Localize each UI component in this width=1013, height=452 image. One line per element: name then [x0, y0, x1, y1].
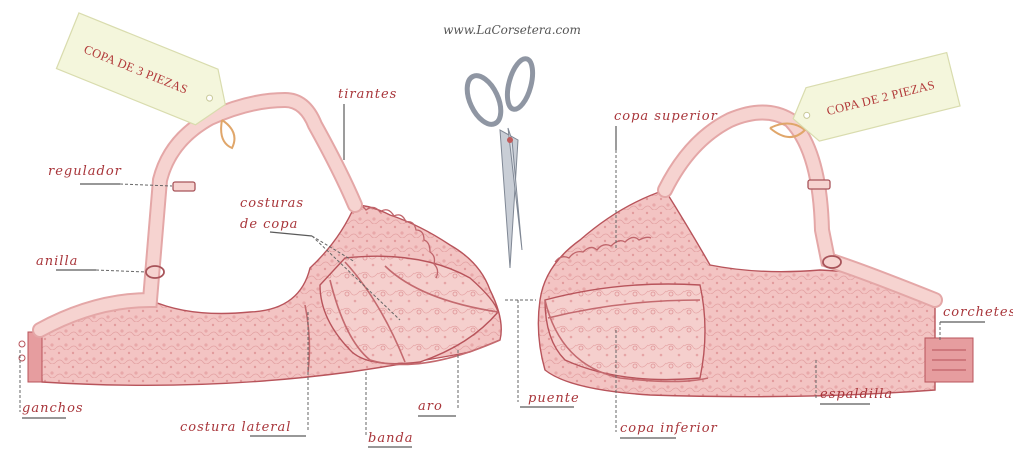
label-tirantes: tirantes — [338, 87, 397, 102]
label-banda: banda — [368, 431, 414, 446]
label-costuras-line1: costuras — [240, 196, 304, 211]
label-aro: aro — [418, 399, 443, 414]
label-regulador: regulador — [48, 164, 122, 179]
label-espaldilla: espaldilla — [820, 387, 893, 402]
label-costuras-line2: de copa — [240, 217, 298, 232]
label-ganchos: ganchos — [22, 401, 84, 416]
website-text: www.LaCorsetera.com — [443, 23, 581, 37]
scissors-illustration — [460, 56, 537, 268]
tag-right: COPA DE 2 PIEZAS — [787, 53, 960, 146]
tag-left: COPA DE 3 PIEZAS — [56, 13, 236, 132]
label-puente: puente — [528, 391, 580, 406]
left-regulador — [173, 182, 195, 191]
right-regulador — [808, 180, 830, 189]
label-costura-lateral: costura lateral — [180, 420, 291, 435]
right-bra-illustration — [538, 113, 973, 397]
left-bra-illustration — [19, 100, 501, 385]
label-anilla: anilla — [36, 254, 78, 269]
label-copa-inferior: copa inferior — [620, 421, 718, 436]
ganchos-hook-1 — [19, 341, 25, 347]
label-corchetes: corchetes — [943, 305, 1013, 320]
pin-costuras — [270, 232, 312, 236]
ganchos-tab — [28, 332, 42, 382]
label-copa-superior: copa superior — [614, 109, 718, 124]
